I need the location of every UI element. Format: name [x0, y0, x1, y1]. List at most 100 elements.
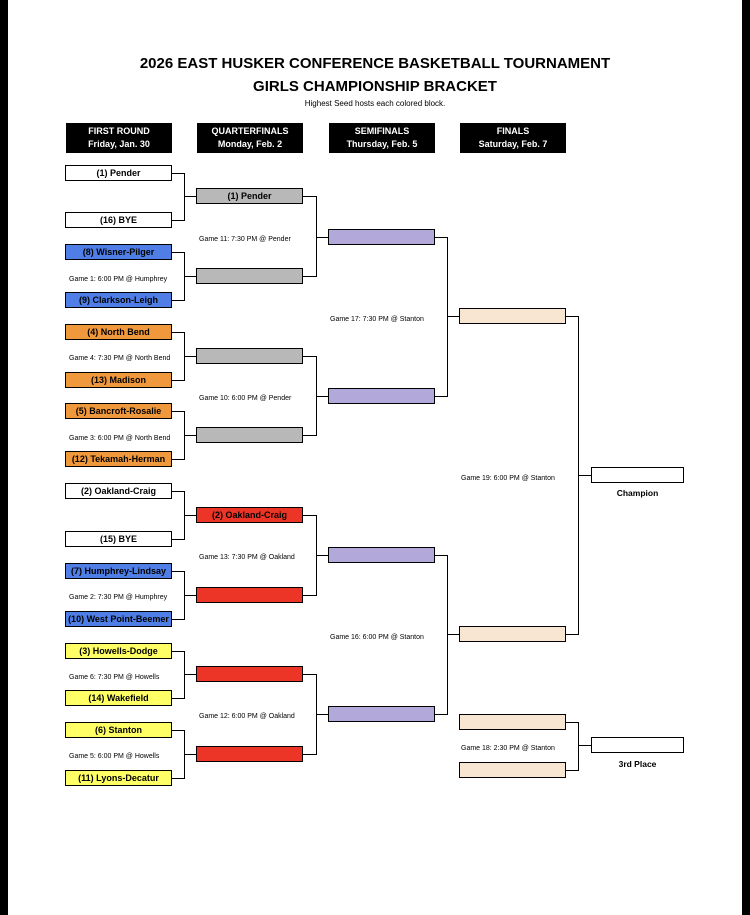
team-slot: (14) Wakefield — [65, 690, 172, 706]
third-place-slot — [459, 762, 566, 778]
connector-line — [184, 674, 196, 676]
connector-line — [447, 634, 459, 636]
connector-line — [303, 356, 316, 358]
connector-line — [184, 276, 196, 278]
game-label: Game 18: 2:30 PM @ Stanton — [461, 745, 555, 752]
game-label: Game 12: 6:00 PM @ Oakland — [199, 713, 295, 720]
connector-line — [303, 435, 316, 437]
connector-line — [566, 634, 578, 636]
connector-line — [172, 380, 184, 382]
round-date: Thursday, Feb. 5 — [346, 139, 418, 149]
connector-line — [316, 555, 328, 557]
team-slot: (3) Howells-Dodge — [65, 643, 172, 659]
quarterfinal-slot — [196, 746, 303, 762]
game-label: Game 11: 7:30 PM @ Pender — [199, 236, 291, 243]
round-name: QUARTERFINALS — [211, 126, 289, 136]
host-note: Highest Seed hosts each colored block. — [304, 99, 446, 108]
game-label: Game 10: 6:00 PM @ Pender — [199, 395, 292, 402]
final-slot — [459, 308, 566, 324]
connector-line — [184, 196, 196, 198]
connector-line — [578, 745, 591, 747]
game-label: Game 3: 6:00 PM @ North Bend — [69, 435, 171, 442]
connector-line — [172, 459, 184, 461]
connector-line — [435, 396, 447, 398]
connector-line — [172, 411, 184, 413]
quarterfinal-slot: (2) Oakland-Craig — [196, 507, 303, 523]
game-label: Game 13: 7:30 PM @ Oakland — [199, 554, 295, 561]
third-place-result-slot — [591, 737, 684, 753]
round-header-finals: FINALS Saturday, Feb. 7 — [460, 123, 566, 153]
third-place-label: 3rd Place — [618, 759, 657, 769]
connector-line — [435, 714, 447, 716]
game-label: Game 16: 6:00 PM @ Stanton — [330, 634, 424, 641]
team-slot: (1) Pender — [65, 165, 172, 181]
semifinal-slot — [328, 547, 435, 563]
connector-line — [172, 220, 184, 222]
third-place-slot — [459, 714, 566, 730]
connector-line — [566, 770, 578, 772]
semifinal-slot — [328, 388, 435, 404]
team-slot: (9) Clarkson-Leigh — [65, 292, 172, 308]
connector-line — [184, 435, 196, 437]
team-slot: (15) BYE — [65, 531, 172, 547]
connector-line — [172, 698, 184, 700]
game-label: Game 19: 6:00 PM @ Stanton — [461, 475, 555, 482]
connector-line — [184, 595, 196, 597]
connector-line — [303, 196, 316, 198]
connector-line — [578, 475, 591, 477]
round-header-semifinals: SEMIFINALS Thursday, Feb. 5 — [329, 123, 435, 153]
connector-line — [303, 595, 316, 597]
team-slot: (16) BYE — [65, 212, 172, 228]
quarterfinal-slot — [196, 348, 303, 364]
connector-line — [566, 722, 578, 724]
connector-line — [184, 356, 196, 358]
connector-line — [447, 316, 459, 318]
quarterfinal-slot — [196, 268, 303, 284]
game-label: Game 5: 6:00 PM @ Howells — [69, 753, 160, 760]
connector-line — [172, 619, 184, 621]
team-slot: (8) Wisner-Pilger — [65, 244, 172, 260]
connector-line — [316, 396, 328, 398]
champion-label: Champion — [616, 488, 659, 498]
final-slot — [459, 626, 566, 642]
team-slot: (12) Tekamah-Herman — [65, 451, 172, 467]
quarterfinal-slot — [196, 427, 303, 443]
game-label: Game 4: 7:30 PM @ North Bend — [69, 355, 171, 362]
quarterfinal-slot — [196, 587, 303, 603]
team-slot: (5) Bancroft-Rosalie — [65, 403, 172, 419]
game-label: Game 6: 7:30 PM @ Howells — [69, 674, 160, 681]
connector-line — [172, 651, 184, 653]
team-slot: (13) Madison — [65, 372, 172, 388]
connector-line — [172, 252, 184, 254]
connector-line — [184, 754, 196, 756]
quarterfinal-slot — [196, 666, 303, 682]
team-slot: (2) Oakland-Craig — [65, 483, 172, 499]
team-slot: (10) West Point-Beemer — [65, 611, 172, 627]
connector-line — [316, 714, 328, 716]
connector-line — [172, 730, 184, 732]
tournament-title: 2026 EAST HUSKER CONFERENCE BASKETBALL T… — [139, 55, 611, 72]
quarterfinal-slot: (1) Pender — [196, 188, 303, 204]
connector-line — [172, 332, 184, 334]
connector-line — [184, 515, 196, 517]
round-name: FINALS — [496, 126, 530, 136]
semifinal-slot — [328, 706, 435, 722]
game-label: Game 2: 7:30 PM @ Humphrey — [69, 594, 168, 601]
connector-line — [578, 722, 580, 771]
connector-line — [566, 316, 578, 318]
team-slot: (6) Stanton — [65, 722, 172, 738]
round-header-quarterfinals: QUARTERFINALS Monday, Feb. 2 — [197, 123, 303, 153]
connector-line — [316, 196, 318, 277]
connector-line — [316, 237, 328, 239]
connector-line — [172, 539, 184, 541]
champion-slot — [591, 467, 684, 483]
round-date: Monday, Feb. 2 — [217, 139, 283, 149]
connector-line — [303, 754, 316, 756]
connector-line — [172, 491, 184, 493]
team-slot: (11) Lyons-Decatur — [65, 770, 172, 786]
game-label: Game 1: 6:00 PM @ Humphrey — [69, 276, 168, 283]
bracket-title: GIRLS CHAMPIONSHIP BRACKET — [253, 78, 497, 95]
team-slot: (7) Humphrey-Lindsay — [65, 563, 172, 579]
round-name: FIRST ROUND — [88, 126, 150, 136]
connector-line — [303, 674, 316, 676]
